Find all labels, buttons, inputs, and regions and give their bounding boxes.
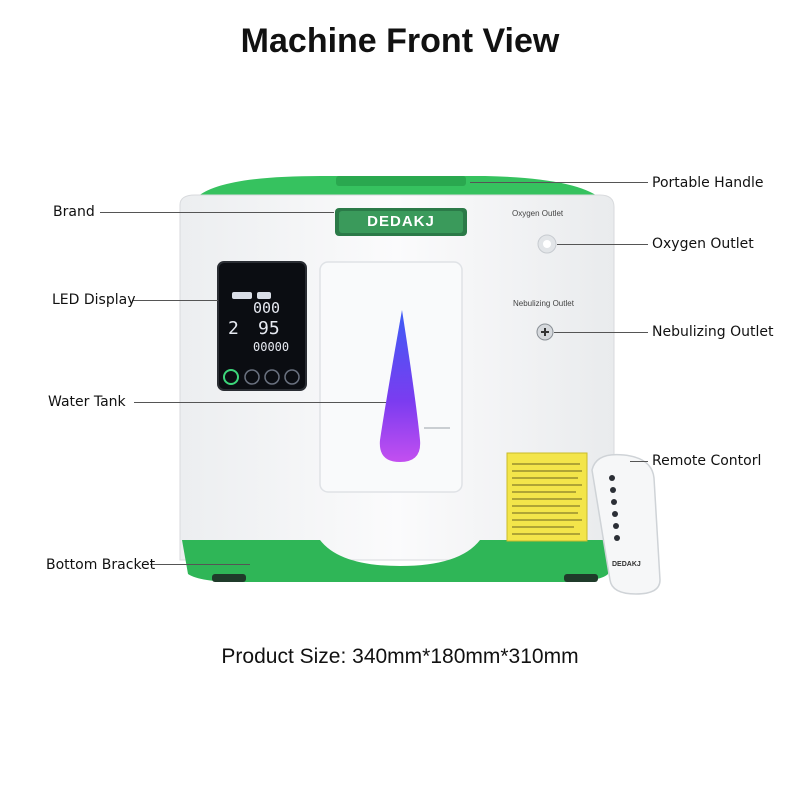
callout-line-led [132, 300, 218, 301]
callout-line-handle [470, 182, 648, 183]
handle-top [196, 175, 600, 198]
callout-brand: Brand [53, 204, 95, 220]
callout-oxygen-outlet: Oxygen Outlet [652, 236, 754, 252]
water-tank-fluid [379, 310, 421, 462]
callout-line-oxygen [557, 244, 648, 245]
display-total: 00000 [253, 340, 290, 354]
callout-line-tank [134, 402, 386, 403]
page-title: Machine Front View [240, 22, 560, 60]
display-flow: 2 [228, 318, 239, 339]
nebulizing-outlet-printed-label: Nebulizing Outlet [513, 299, 574, 308]
remote-control [591, 453, 661, 595]
callout-line-bracket [150, 564, 250, 565]
callout-portable-handle: Portable Handle [652, 175, 764, 191]
callout-line-nebulizing [554, 332, 648, 333]
oxygen-outlet-printed-label: Oxygen Outlet [512, 209, 564, 218]
callout-nebulizing-outlet: Nebulizing Outlet [652, 324, 774, 340]
handle-grip [336, 176, 466, 186]
base-foot-right [564, 574, 598, 582]
caution-label [506, 452, 588, 542]
display-purity: 95 [258, 318, 280, 339]
display-timer: 000 [253, 299, 281, 317]
remote-brand-text: DEDAKJ [612, 561, 641, 568]
callout-water-tank: Water Tank [48, 394, 126, 410]
callout-line-remote [630, 461, 648, 462]
callout-line-brand [100, 212, 334, 213]
bottom-base [182, 540, 612, 582]
callout-remote-control: Remote Contorl [652, 453, 762, 469]
base-foot-left [212, 574, 246, 582]
product-size: Product Size: 340mm*180mm*310mm [221, 645, 579, 668]
brand-plate-text: DEDAKJ [367, 213, 435, 230]
callout-bottom-bracket: Bottom Bracket [46, 557, 156, 573]
callout-led-display: LED Display [52, 292, 136, 308]
